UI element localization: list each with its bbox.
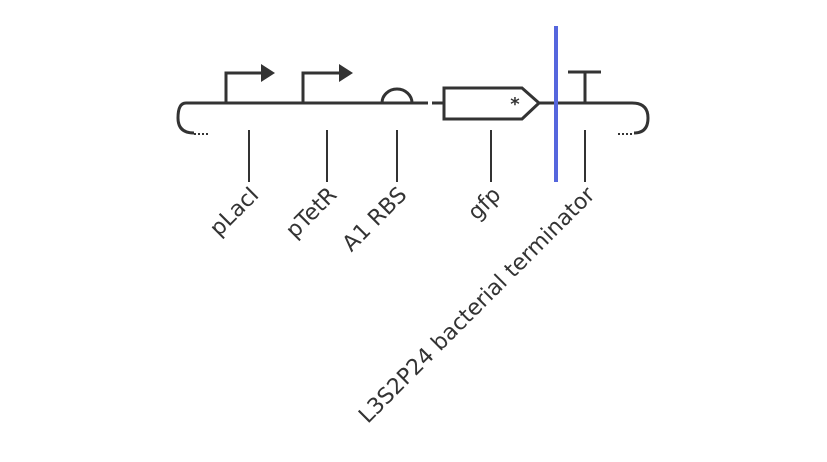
promoter-ptetr-glyph <box>301 64 353 103</box>
promoter-placi-stem <box>224 71 262 103</box>
cds-gfp-arrow-shape <box>442 86 542 121</box>
backbone-left-end <box>176 101 200 135</box>
label-leader-lines <box>248 130 586 182</box>
terminator-l3s2p24-glyph <box>568 70 601 103</box>
label-placi: pLacI <box>205 183 264 242</box>
cds-gfp-marker: * <box>510 94 520 115</box>
promoter-placi-arrow-icon <box>261 64 275 82</box>
promoter-ptetr-stem <box>301 71 340 103</box>
label-ptetr: pTetR <box>281 183 342 244</box>
backbone-right-end <box>614 101 650 135</box>
label-a1-rbs: A1 RBS <box>338 183 412 257</box>
promoter-ptetr-arrow-icon <box>339 64 353 82</box>
dna-backbone <box>176 101 650 135</box>
cds-gfp-glyph: * <box>442 86 542 121</box>
promoter-placi-glyph <box>224 64 275 103</box>
label-gfp: gfp <box>463 183 506 226</box>
rbs-a1-glyph <box>380 87 414 104</box>
part-labels: pLacI pTetR A1 RBS gfp L3S2P24 bacterial… <box>205 182 601 429</box>
